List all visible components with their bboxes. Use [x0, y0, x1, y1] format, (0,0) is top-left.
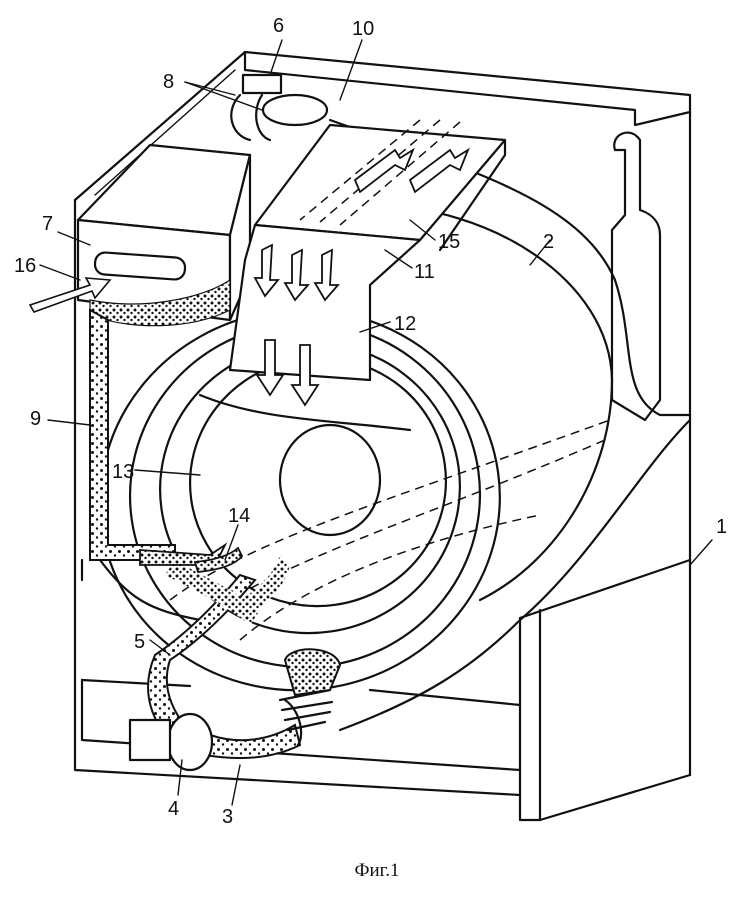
housing [73, 50, 692, 822]
figure-caption: Фиг.1 [354, 860, 400, 881]
leader-lines [28, 39, 713, 806]
hidden-lines [169, 419, 611, 641]
label-13: 13 [112, 461, 134, 483]
label-11: 11 [414, 261, 435, 283]
label-16: 16 [14, 255, 36, 277]
part-labels: 6 10 8 7 16 9 15 11 2 12 13 14 1 5 4 3 [14, 15, 727, 828]
label-14: 14 [228, 505, 250, 527]
dotted-flow [165, 555, 290, 625]
label-12: 12 [394, 313, 416, 335]
label-15: 15 [438, 231, 460, 253]
hoses [230, 73, 329, 142]
label-4: 4 [168, 798, 179, 820]
label-8: 8 [163, 71, 174, 93]
label-9: 9 [30, 408, 41, 430]
right-pipe [610, 131, 662, 422]
label-1: 1 [716, 516, 727, 538]
air-duct [228, 119, 507, 382]
label-10: 10 [352, 18, 374, 40]
label-3: 3 [222, 806, 233, 828]
label-2: 2 [543, 231, 554, 253]
flow-arrows [139, 147, 470, 573]
label-7: 7 [42, 213, 53, 235]
label-6: 6 [273, 15, 284, 37]
condenser-box [76, 143, 252, 327]
drain-pipes [128, 573, 342, 772]
label-5: 5 [134, 631, 145, 653]
duct-9 [89, 308, 176, 561]
